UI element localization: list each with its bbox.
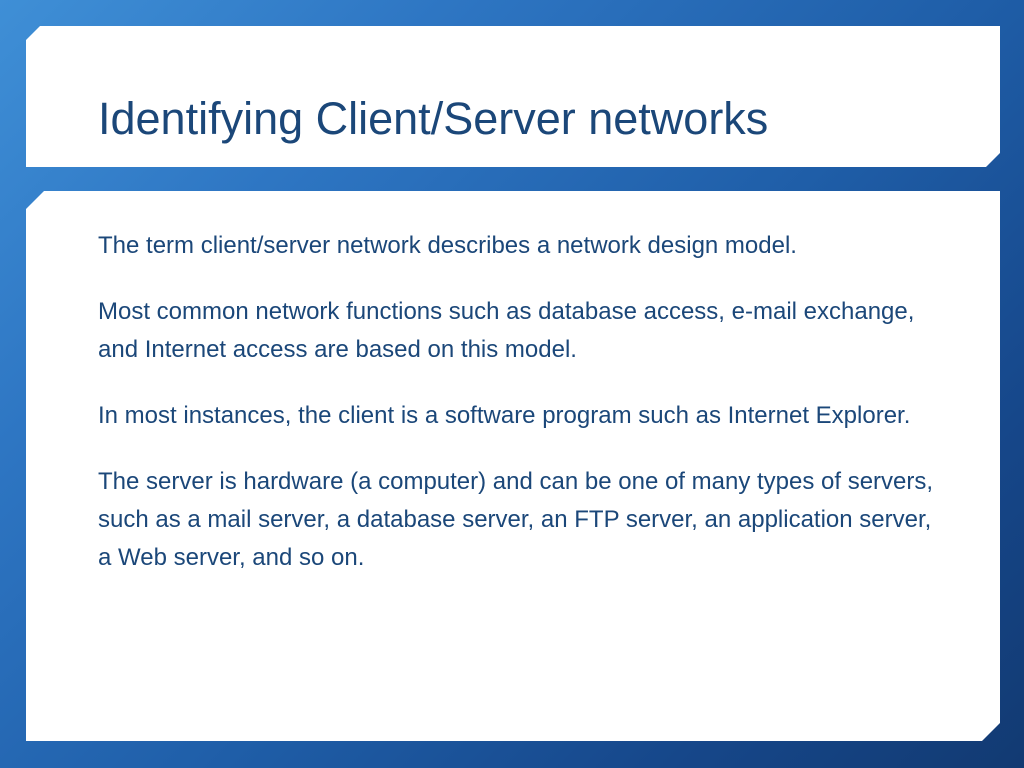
slide-body: The term client/server network describes… <box>98 227 948 605</box>
paragraph-client-server-definition: The term client/server network describes… <box>98 232 797 259</box>
slide-title: Identifying Client/Server networks <box>98 93 769 144</box>
paragraph-common-functions: Most common network functions such as da… <box>98 298 915 363</box>
title-panel: Identifying Client/Server networks <box>26 26 1000 167</box>
paragraph-server-hardware: The server is hardware (a computer) and … <box>98 468 934 571</box>
paragraph-client-software: In most instances, the client is a softw… <box>98 402 911 429</box>
content-panel: The term client/server network describes… <box>26 191 1000 741</box>
